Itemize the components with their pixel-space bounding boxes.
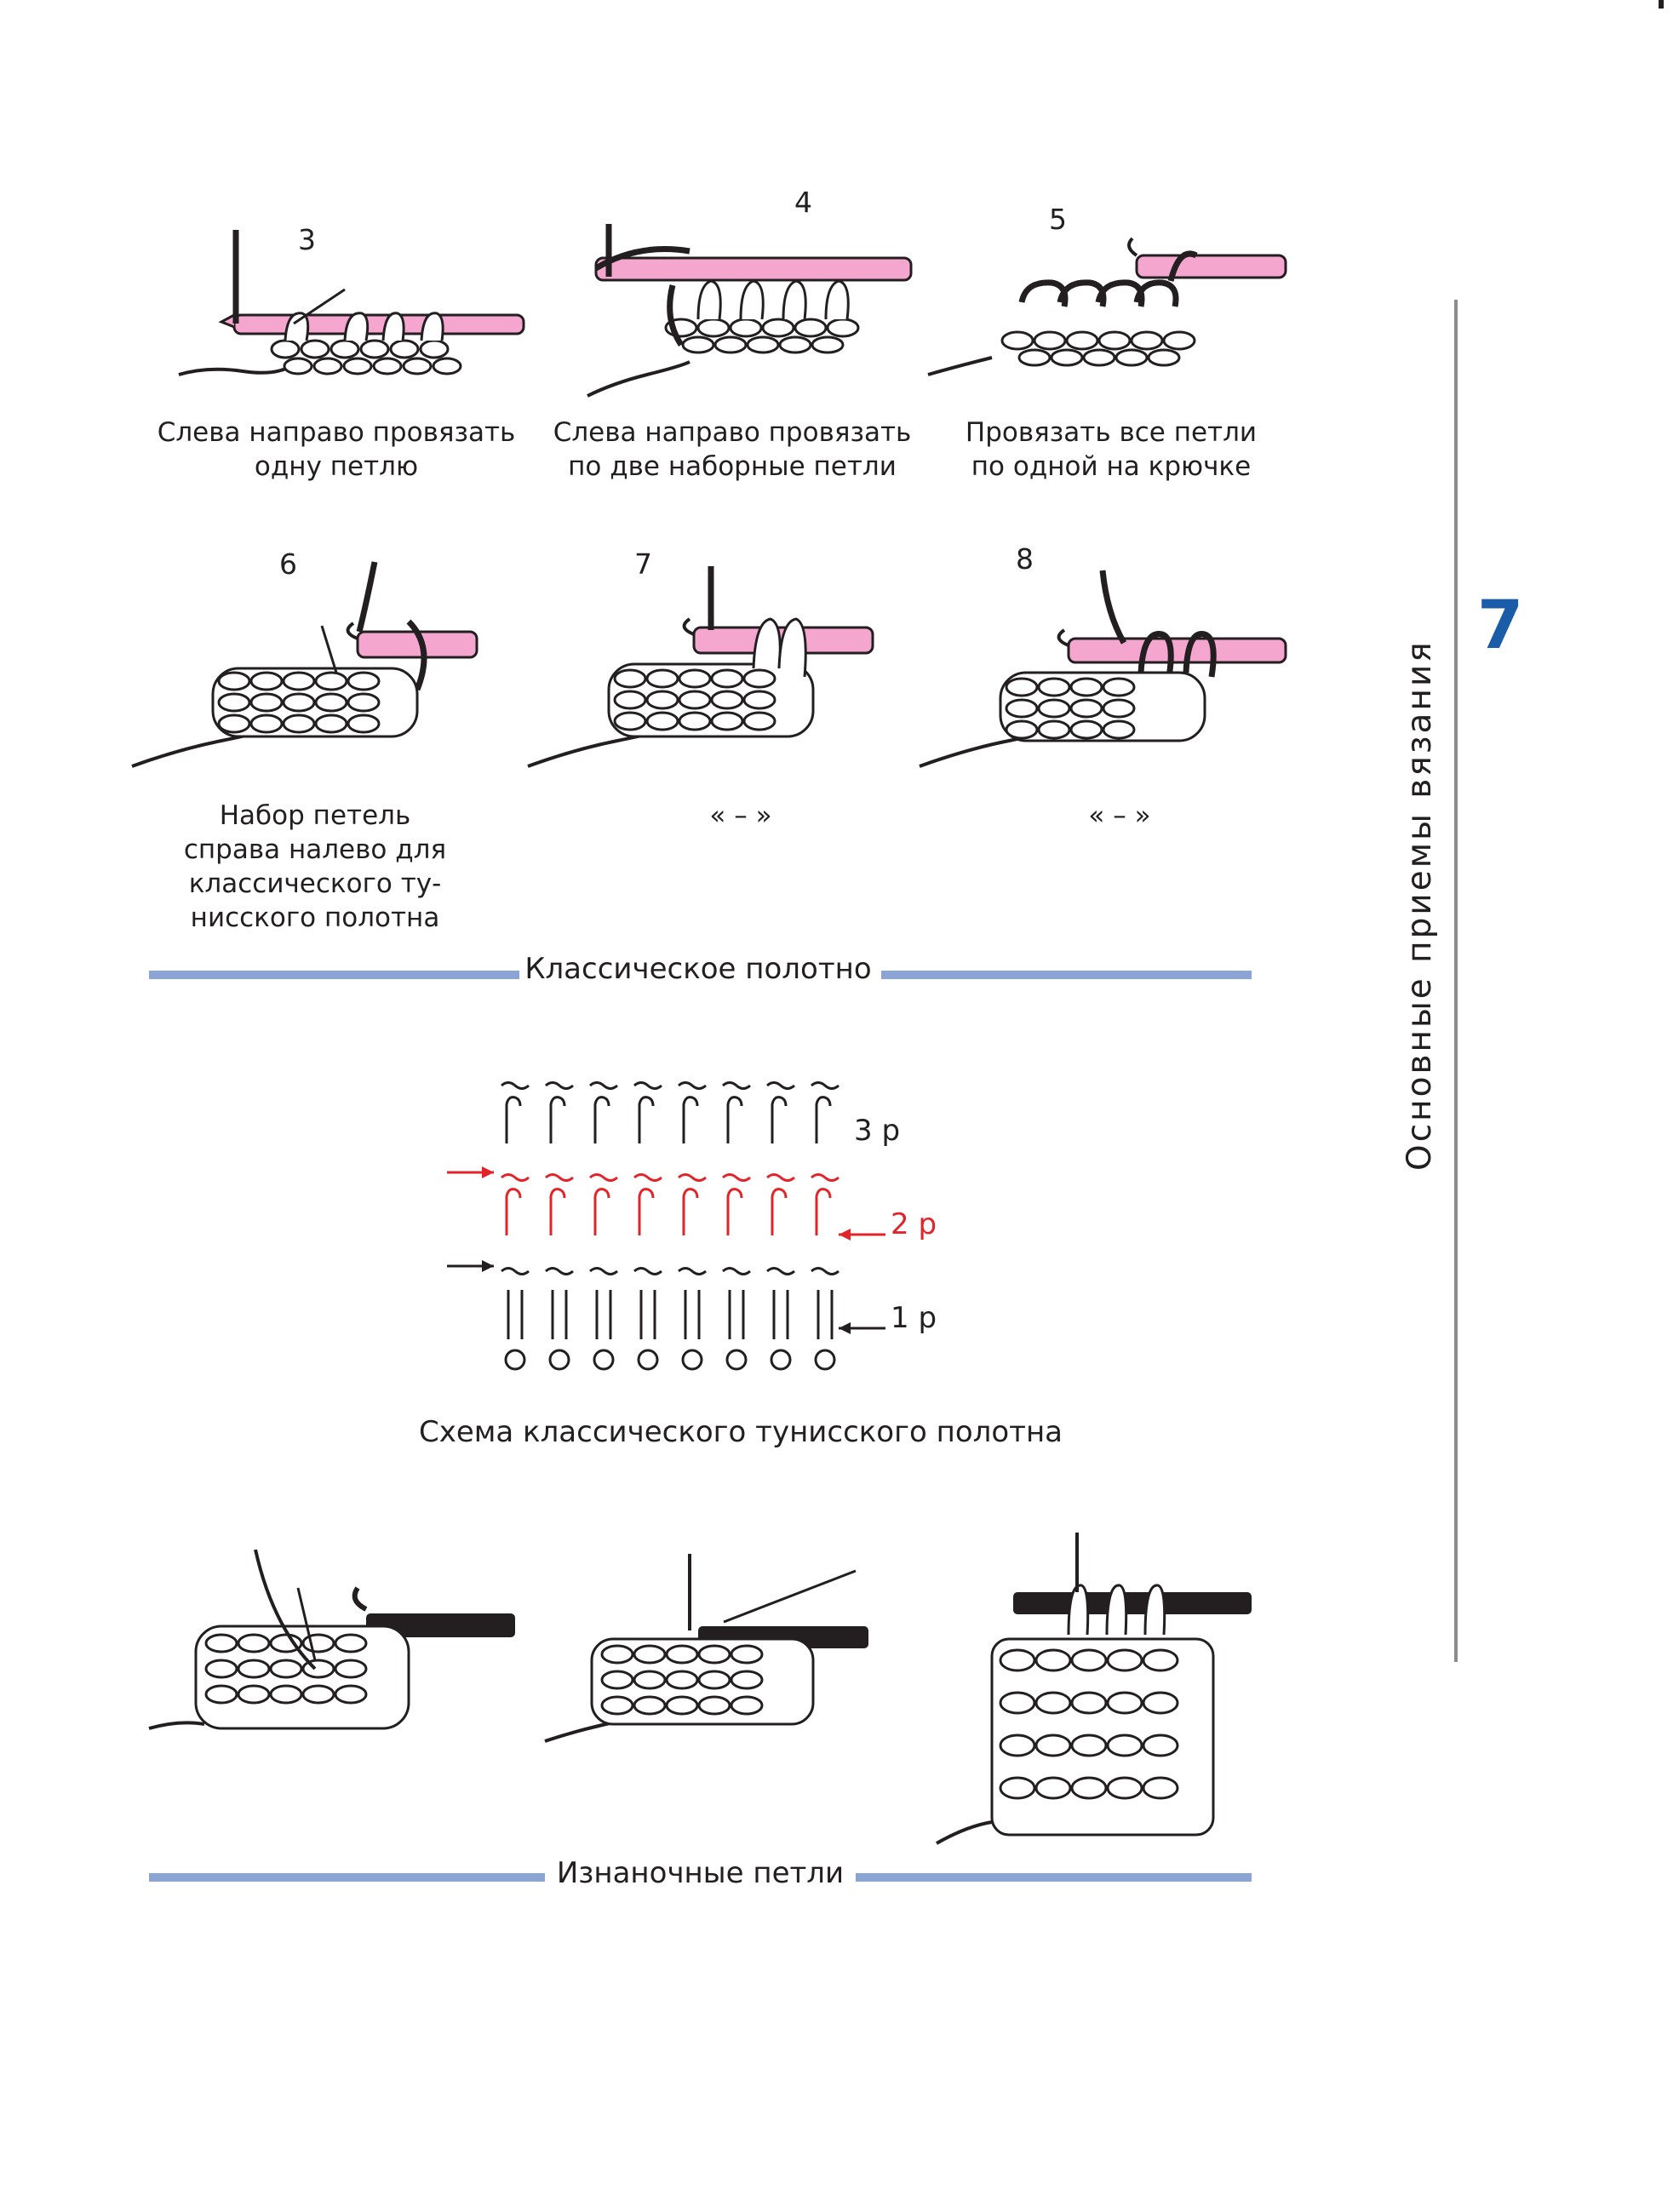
corner-mark — [1659, 0, 1664, 9]
caption-line: одну петлю — [254, 451, 419, 482]
tilde-mark — [722, 1081, 751, 1090]
return-stitch — [549, 1096, 566, 1143]
tilde-mark — [678, 1173, 707, 1182]
illustration-step-4 — [562, 217, 920, 404]
section-rule-right-2 — [856, 1873, 1252, 1882]
return-stitch — [638, 1096, 655, 1143]
chain-loop — [504, 1349, 526, 1371]
illustration-purl-1 — [145, 1550, 519, 1754]
chain-loop — [770, 1349, 792, 1371]
illustration-purl-2 — [541, 1554, 873, 1750]
caption-line: по две наборные петли — [568, 451, 897, 482]
return-stitch — [726, 1096, 743, 1143]
tilde-mark — [501, 1081, 530, 1090]
return-stitch — [682, 1096, 699, 1143]
tilde-mark — [766, 1173, 795, 1182]
step-8-caption: « – » — [1088, 800, 1151, 831]
tilde-mark — [545, 1081, 574, 1090]
chapter-number: 7 — [1477, 587, 1524, 664]
row-2-start-arrow-head — [482, 1166, 494, 1178]
tilde-mark — [811, 1173, 840, 1182]
row-1-return-arrow-head — [839, 1322, 851, 1334]
illustration-purl-3 — [932, 1533, 1256, 1856]
row-1-label: 1 р — [891, 1301, 937, 1335]
step-3-number: 3 — [298, 223, 316, 256]
return-stitch — [771, 1188, 788, 1235]
return-stitch — [682, 1188, 699, 1235]
tilde-mark — [678, 1267, 707, 1275]
row-1-start-arrow-head — [482, 1260, 494, 1272]
step-7-number: 7 — [634, 547, 652, 581]
tilde-mark — [589, 1081, 618, 1090]
caption-line: классического ту- — [188, 868, 442, 899]
return-stitch — [593, 1188, 610, 1235]
return-stitch — [815, 1188, 832, 1235]
tilde-mark — [766, 1267, 795, 1275]
caption-line: Набор петель — [219, 800, 411, 831]
tilde-mark — [501, 1267, 530, 1275]
caption-line: нисского полотна — [190, 903, 440, 933]
step-4-caption: Слева направо провязать по две наборные … — [536, 415, 928, 484]
caption-line: Провязать все петли — [965, 417, 1258, 448]
return-stitch — [815, 1096, 832, 1143]
return-stitch — [505, 1096, 522, 1143]
illustration-step-7 — [524, 558, 881, 779]
chain-loop — [593, 1349, 615, 1371]
tilde-mark — [589, 1173, 618, 1182]
row-2-return-arrow-head — [839, 1229, 851, 1241]
step-4-number: 4 — [794, 186, 812, 219]
chain-loop — [814, 1349, 836, 1371]
classic-tunisian-scheme — [438, 1069, 890, 1388]
tilde-mark — [545, 1173, 574, 1182]
tilde-mark — [766, 1081, 795, 1090]
tilde-mark — [811, 1267, 840, 1275]
tilde-mark — [811, 1081, 840, 1090]
row-3-label: 3 р — [854, 1114, 901, 1148]
tilde-mark — [545, 1267, 574, 1275]
caption-line: Слева направо провязать — [157, 417, 516, 448]
return-stitch — [726, 1188, 743, 1235]
caption-line: по одной на крючке — [971, 451, 1252, 482]
chain-loop — [681, 1349, 703, 1371]
return-stitch — [771, 1096, 788, 1143]
illustration-step-8 — [915, 562, 1290, 775]
chain-loop — [725, 1349, 748, 1371]
chapter-side-rule — [1454, 300, 1458, 1662]
chain-loop — [548, 1349, 570, 1371]
tilde-mark — [722, 1267, 751, 1275]
step-8-number: 8 — [1016, 542, 1034, 576]
caption-line: Слева направо провязать — [553, 417, 912, 448]
step-6-number: 6 — [279, 547, 297, 581]
tilde-mark — [678, 1081, 707, 1090]
return-stitch — [549, 1188, 566, 1235]
step-5-caption: Провязать все петли по одной на крючке — [941, 415, 1281, 484]
tilde-mark — [501, 1173, 530, 1182]
return-stitch — [593, 1096, 610, 1143]
tilde-mark — [633, 1173, 662, 1182]
illustration-step-6 — [128, 553, 485, 775]
return-stitch — [505, 1188, 522, 1235]
step-3-caption: Слева направо провязать одну петлю — [145, 415, 528, 484]
chain-loop — [637, 1349, 659, 1371]
tilde-mark — [633, 1081, 662, 1090]
tilde-mark — [633, 1267, 662, 1275]
section-rule-left-2 — [149, 1873, 545, 1882]
row-2-label: 2 р — [891, 1207, 937, 1241]
scheme-caption: Схема классического тунисского полотна — [418, 1415, 1063, 1449]
step-6-caption: Набор петель справа налево для классичес… — [158, 799, 473, 935]
tilde-mark — [589, 1267, 618, 1275]
illustration-step-5 — [924, 230, 1290, 392]
section-title-purl: Изнаночные петли — [556, 1856, 845, 1890]
illustration-step-3 — [175, 221, 532, 392]
section-title-classic: Классическое полотно — [524, 952, 872, 986]
step-5-number: 5 — [1049, 203, 1067, 236]
tilde-mark — [722, 1173, 751, 1182]
section-rule-right — [881, 971, 1252, 979]
caption-line: справа налево для — [183, 834, 447, 865]
section-rule-left — [149, 971, 519, 979]
step-7-caption: « – » — [709, 800, 772, 831]
return-stitch — [638, 1188, 655, 1235]
chapter-title: Основные приемы вязания — [1401, 639, 1439, 1171]
